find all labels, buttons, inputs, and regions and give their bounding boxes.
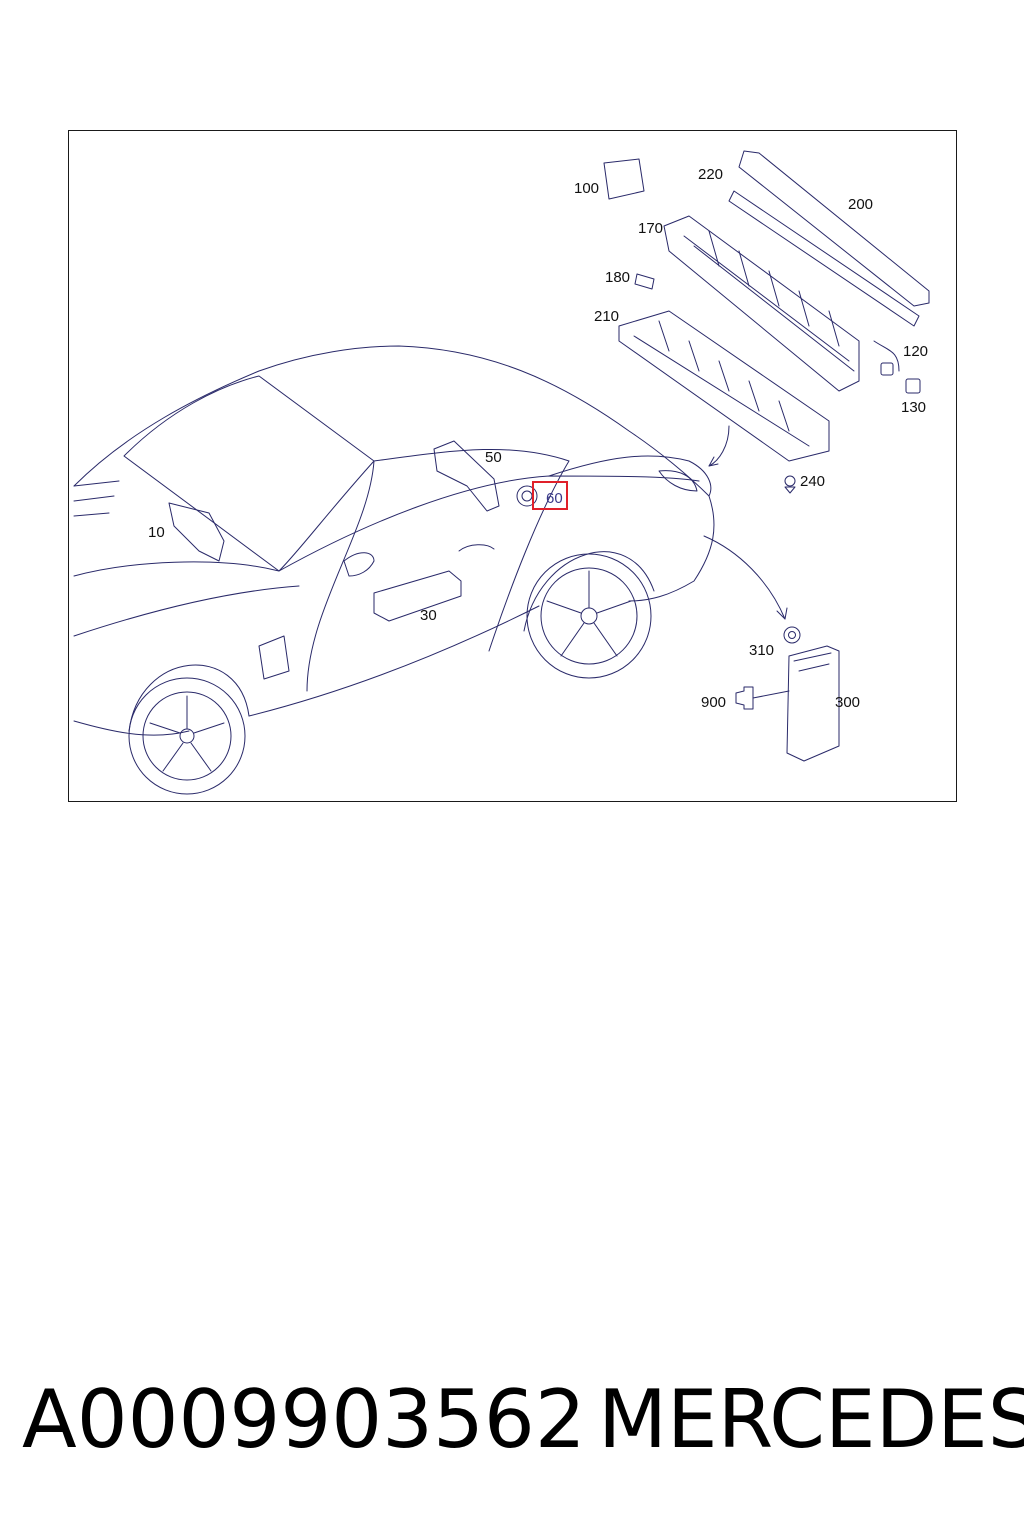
part-300-control-unit bbox=[786, 645, 840, 762]
part-130-connector bbox=[905, 378, 921, 394]
callout-900: 900 bbox=[701, 694, 727, 711]
front-bumper bbox=[73, 720, 190, 736]
callout-30: 30 bbox=[420, 607, 437, 624]
parts-diagram: 10 30 50 60 100 120 130 170 180 200 210 … bbox=[68, 130, 957, 802]
side-sill bbox=[248, 605, 540, 717]
highlight-box bbox=[532, 481, 568, 510]
front-wheel bbox=[128, 677, 246, 795]
hood-lower bbox=[73, 585, 300, 637]
callout-240: 240 bbox=[800, 473, 826, 490]
roof-line bbox=[73, 345, 710, 497]
part-30-module bbox=[373, 570, 462, 622]
part-number: A0009903562 bbox=[22, 1373, 586, 1466]
door-handle bbox=[458, 544, 495, 552]
front-grille-lines bbox=[73, 480, 120, 517]
tail-light bbox=[658, 470, 698, 492]
part-50-bracket bbox=[433, 440, 500, 512]
part-900-plug bbox=[735, 686, 754, 710]
callout-220: 220 bbox=[698, 166, 724, 183]
brand-name: MERCEDES bbox=[598, 1373, 1024, 1466]
side-vent bbox=[258, 635, 290, 680]
part-240-clip bbox=[784, 475, 796, 487]
rear-bumper bbox=[628, 495, 715, 602]
part-180-clip bbox=[634, 273, 655, 290]
arrow-bumper-to-module bbox=[703, 535, 786, 620]
callout-210: 210 bbox=[594, 308, 620, 325]
part-170-frame bbox=[663, 215, 860, 392]
callout-100: 100 bbox=[574, 180, 600, 197]
callout-10: 10 bbox=[148, 524, 165, 541]
door-line bbox=[306, 460, 375, 692]
windshield bbox=[123, 375, 375, 572]
part-120-clip bbox=[880, 362, 894, 376]
part-310-nut bbox=[783, 626, 801, 644]
part-60-sensor bbox=[516, 485, 538, 507]
arrow-tray-to-bumper bbox=[708, 425, 730, 467]
callout-310: 310 bbox=[749, 642, 775, 659]
part-100-module bbox=[603, 158, 645, 200]
door-rear bbox=[373, 448, 570, 652]
beltline bbox=[278, 475, 700, 572]
part-220-bar bbox=[738, 150, 930, 307]
callout-300: 300 bbox=[835, 694, 861, 711]
mirror bbox=[343, 552, 375, 577]
part-120-cable bbox=[873, 340, 900, 372]
callout-120: 120 bbox=[903, 343, 929, 360]
callout-130: 130 bbox=[901, 399, 927, 416]
rear-deck bbox=[548, 455, 712, 497]
car-drawing bbox=[73, 150, 930, 795]
hood-line bbox=[73, 561, 280, 577]
callout-180: 180 bbox=[605, 269, 631, 286]
part-10-bracket bbox=[168, 502, 225, 562]
rear-wheel-arch bbox=[523, 551, 655, 632]
front-wheel-arch bbox=[128, 664, 250, 732]
rear-wheel bbox=[526, 553, 652, 679]
callout-170: 170 bbox=[638, 220, 664, 237]
part-210-tray bbox=[618, 310, 830, 462]
part-200-cover bbox=[728, 190, 920, 327]
callout-50: 50 bbox=[485, 449, 502, 466]
callout-60: 60 bbox=[546, 490, 563, 507]
callout-200: 200 bbox=[848, 196, 874, 213]
